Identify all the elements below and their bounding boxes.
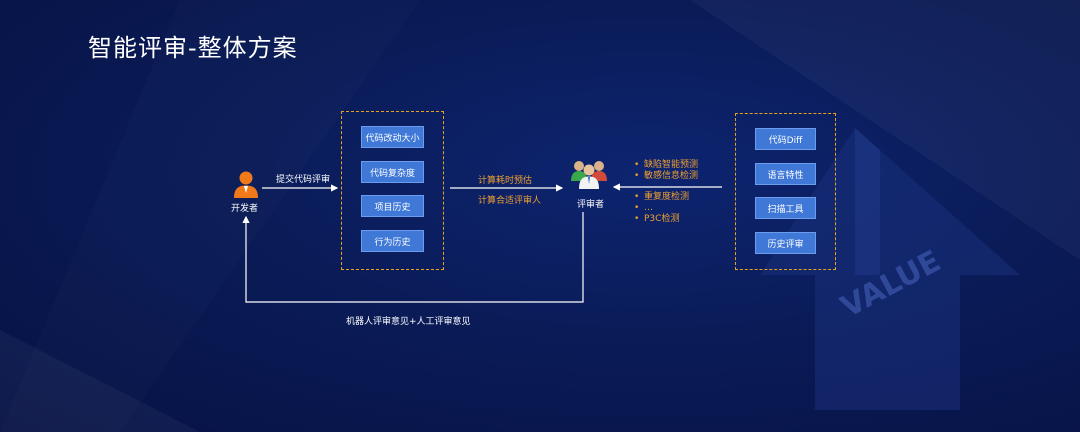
submit-label: 提交代码评审: [276, 175, 331, 185]
feature-box-change-size: 代码改动大小: [361, 126, 424, 148]
check-item: •缺陷智能预测: [634, 160, 699, 170]
source-box-diff: 代码Diff: [755, 128, 816, 150]
source-box-language: 语言特性: [755, 163, 816, 185]
estimate-time-label: 计算耗时预估: [478, 176, 533, 186]
developer-person-icon: [234, 171, 258, 198]
feedback-label: 机器人评审意见+人工评审意见: [346, 317, 471, 327]
checks-list-bottom: •重复度检测 •… •P3C检测: [634, 192, 689, 225]
source-box-review-history: 历史评审: [755, 232, 816, 254]
features-group-left: [341, 111, 444, 270]
reviewer-group-icon: [571, 161, 607, 189]
assign-reviewer-label: 计算合适评审人: [478, 196, 542, 206]
page-title: 智能评审-整体方案: [88, 34, 298, 62]
feature-box-complexity: 代码复杂度: [361, 161, 424, 183]
source-box-scan-tools: 扫描工具: [755, 197, 816, 219]
feature-box-behavior-history: 行为历史: [361, 230, 424, 252]
features-group-right: [735, 113, 836, 270]
reviewer-label: 评审者: [577, 200, 605, 210]
check-item: •P3C检测: [634, 214, 680, 224]
feature-box-project-history: 项目历史: [361, 195, 424, 217]
developer-label: 开发者: [231, 204, 259, 214]
check-item: •敏感信息检测: [634, 171, 699, 181]
check-item: •重复度检测: [634, 192, 690, 202]
checks-list-top: •缺陷智能预测 •敏感信息检测: [634, 160, 698, 182]
check-item: •…: [634, 203, 653, 213]
arrow-feedback-loop: [242, 212, 584, 303]
